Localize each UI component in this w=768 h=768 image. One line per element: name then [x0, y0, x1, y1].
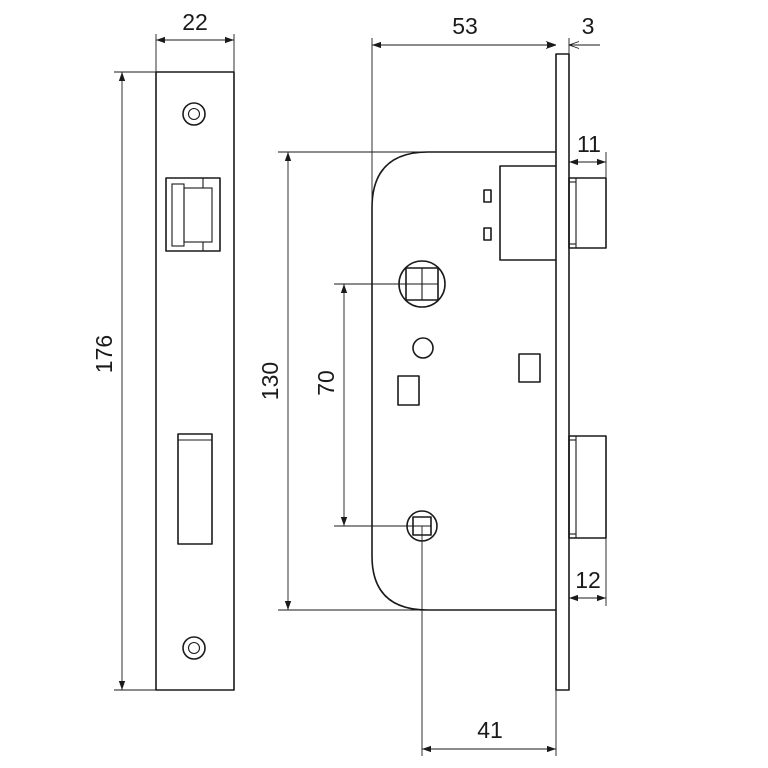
dimension-lower-spindle-offset: 41 [421, 526, 557, 756]
lock-case-outline [371, 151, 556, 611]
lever-window-right [518, 353, 541, 383]
latch-slots [483, 189, 492, 241]
backset-label: 53 [452, 13, 478, 39]
lock-body-side-view [371, 53, 607, 691]
latch-opening [165, 177, 221, 252]
faceplate-front-view [155, 71, 235, 691]
dimension-latch-projection: 11 [569, 131, 607, 178]
faceplate-width-label: 22 [182, 9, 208, 35]
center-distance-label: 70 [313, 370, 339, 396]
dimension-faceplate-length: 176 [91, 71, 156, 691]
faceplate-outline [155, 71, 235, 691]
top-screw-hole [182, 102, 206, 126]
faceplate-length-label: 176 [91, 335, 117, 373]
dead-bolt [568, 435, 607, 539]
bottom-screw-hole [182, 636, 206, 660]
latch-projection-label: 11 [577, 131, 601, 157]
lock-body-height-label: 130 [257, 362, 283, 400]
dimension-backset: 53 [371, 13, 556, 208]
bolt-opening [177, 433, 213, 545]
lever-window-left [397, 375, 420, 406]
dimension-lock-body-height: 130 [257, 151, 428, 611]
latch-bolt [499, 165, 607, 261]
lower-spindle-offset-label: 41 [477, 717, 503, 743]
forend-plate [555, 53, 570, 691]
bolt-projection-label: 12 [575, 567, 601, 593]
dimension-faceplate-thickness: 3 [545, 13, 600, 54]
dimension-center-distance: 70 [313, 283, 422, 527]
dimension-faceplate-width: 22 [155, 9, 235, 72]
dimension-bolt-projection: 12 [569, 538, 607, 606]
faceplate-thickness-label: 3 [582, 13, 595, 39]
follower-pin [412, 337, 434, 359]
